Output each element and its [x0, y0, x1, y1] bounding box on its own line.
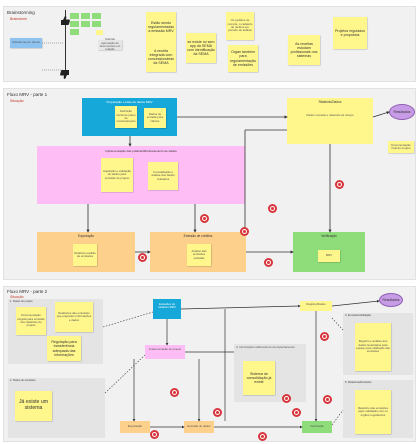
emissions-status-title: 2. Status de emissões [10, 379, 36, 382]
preparation-block-title: Preparação e base de dados MRV [106, 100, 153, 104]
green-note[interactable] [92, 13, 101, 19]
green-note[interactable] [92, 21, 101, 27]
implementation-note[interactable]: Aquisição e validação de dados para emis… [101, 158, 133, 192]
indicators-blue-note[interactable]: Indicadores do cliente [10, 38, 42, 48]
green-note[interactable] [70, 21, 79, 27]
thumbs-up-icon [60, 12, 70, 25]
approval-badge-icon [282, 394, 291, 403]
registry-label: Registro/Relato [306, 302, 326, 306]
flow-part1-subtitle: Situação [10, 99, 24, 103]
approval-badge-icon [213, 408, 222, 417]
credits-note[interactable]: Análise das emissões evitadas [187, 244, 211, 266]
preparation-note[interactable]: Dados de entrada para cálculo [144, 108, 166, 128]
export-small-label: Exportação [127, 424, 143, 428]
top-sticky-note[interactable]: As receitas estudam profissionais nos si… [288, 35, 320, 65]
approval-badge-icon [258, 432, 267, 441]
project-status-note[interactable]: Relatórios das emissões que preparam inf… [55, 302, 93, 332]
approval-badge-icon [200, 214, 209, 223]
green-note[interactable] [81, 13, 90, 19]
approval-badge-icon [264, 258, 273, 267]
green-note[interactable] [70, 29, 79, 35]
additional-info-title: 4. Informações adicionais do acompanhame… [236, 345, 295, 349]
verification-small-block[interactable] [302, 421, 332, 433]
flow-part2-title: Fluxo MRV - parte 2 [7, 289, 48, 294]
report-block-note: Dados mensais e relatórios de campo [306, 113, 354, 117]
report-block[interactable] [287, 98, 373, 144]
top-sticky-note[interactable]: Organ também para regulamentação de emis… [228, 45, 258, 72]
verification-small-label: Verificação [310, 424, 324, 428]
project-implementation-block[interactable] [145, 345, 185, 359]
brainstorm-frame-title: Brainstorming [7, 10, 35, 15]
project-status-note[interactable]: Regulação para transferência adequada da… [47, 336, 81, 361]
approval-badge-icon [323, 395, 332, 404]
registry-block[interactable] [300, 301, 332, 311]
project-implementation-label: Implementação do projeto [148, 347, 182, 351]
approval-badge-icon [138, 253, 147, 262]
mrv-register-label: Emissões do cadastro MRV [158, 302, 176, 310]
approval-badge-icon [292, 408, 301, 417]
approval-badge-icon [335, 180, 344, 189]
verification-note[interactable]: MRV [318, 250, 340, 262]
consolidation-note[interactable]: Sistema de consolidação já existe [243, 361, 275, 395]
green-note[interactable] [70, 13, 79, 19]
implementation-note[interactable]: Consolidação e análise dos dados coletad… [148, 162, 178, 190]
flow-part1-title: Fluxo MRV - parte 1 [7, 92, 48, 97]
top-sticky-note[interactable]: A receita integrada com concessionárias … [146, 42, 176, 72]
top-sticky-note[interactable]: Os pedidos de compra, o cadastro de reci… [226, 12, 254, 40]
approval-badge-icon [170, 388, 179, 397]
thumbs-down-icon [60, 66, 70, 79]
export-block-title: Exportação [77, 234, 95, 238]
green-note[interactable] [81, 21, 90, 27]
reports-note[interactable]: Relatório das emissões após validação co… [355, 390, 391, 434]
data-emission-block[interactable] [184, 421, 214, 433]
validation-title: 3. Emissões/Validação [345, 314, 372, 317]
top-sticky-note[interactable]: Projetos regulados e propostos [333, 17, 367, 49]
export-small-block[interactable] [120, 421, 150, 433]
verification-block-title: Verificação [321, 234, 337, 238]
implementation-block-title: Implementação das práticas/Monitoramento… [105, 149, 177, 153]
approval-badge-icon [268, 204, 277, 213]
validation-note[interactable]: Registro e análise dos dados levantados … [355, 323, 391, 371]
approval-badge-icon [240, 227, 249, 236]
project-status-title: 1. Status do projeto [10, 300, 33, 303]
mrv-register-block[interactable] [153, 299, 181, 319]
preparation-note[interactable]: Definição inicial do plano de monitorame… [115, 106, 137, 128]
approval-note[interactable]: Solicitar aprovação de documentos em rel… [98, 37, 122, 52]
top-sticky-note[interactable]: se existe no sem app da SEMA com identif… [186, 33, 216, 63]
credits-block-title: Emissão de créditos [183, 234, 213, 238]
existing-system-note[interactable]: Já existe um sistema [15, 391, 52, 421]
approval-badge-icon [150, 430, 159, 439]
final-documentation-note[interactable]: Documentação final do projeto [388, 141, 414, 153]
data-emission-label: Emissão de dados [187, 424, 211, 428]
project-status-note[interactable]: Documentação exigida para emissão dos re… [16, 307, 46, 335]
top-divider-line [65, 10, 66, 78]
approval-badge-icon [320, 332, 329, 341]
brainstorm-frame-subtitle: Brainstorm [10, 17, 27, 21]
yellow-mini-note[interactable] [96, 30, 103, 35]
implementation-block[interactable] [37, 146, 245, 204]
flow-part2-subtitle: Situação [10, 295, 24, 299]
export-note[interactable]: Relatório padrão de emissões [73, 244, 97, 266]
top-sticky-note[interactable]: Estão sendo regulamentadas a emissão MRV [146, 12, 176, 42]
reports-title: 5. Relatórios/Emissões [345, 381, 372, 384]
report-block-title: Relatório/Dados [318, 100, 342, 104]
